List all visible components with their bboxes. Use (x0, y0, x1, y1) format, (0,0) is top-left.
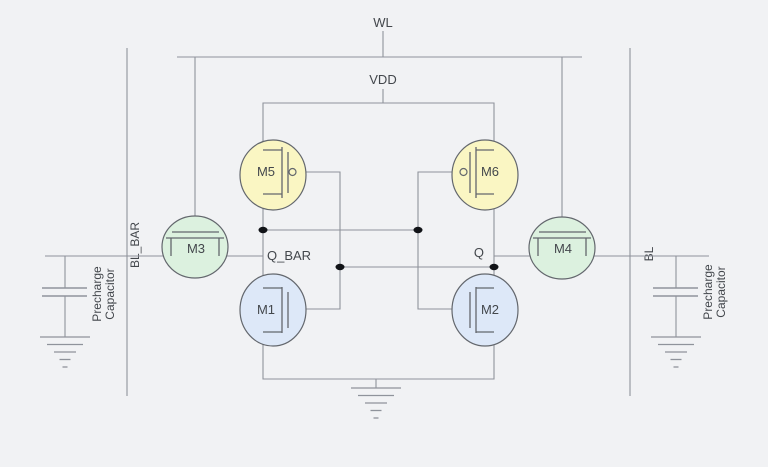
right-inverter-gate-wire (417, 171, 470, 310)
junction-dot (489, 263, 499, 271)
vdd-rail-wire (262, 102, 495, 152)
junction-dot (335, 263, 345, 271)
ground-symbol-center (351, 387, 401, 419)
ground-symbol-left (40, 336, 90, 368)
precharge-capacitor-left-label-line1: Precharge (90, 266, 104, 322)
transistor-m2[interactable]: M2 (451, 273, 519, 347)
junction-dot (258, 226, 268, 234)
transistor-m3-label: M3 (187, 241, 205, 256)
precharge-capacitor-left[interactable]: Precharge Capacitor (40, 256, 117, 368)
ground-net (262, 332, 495, 419)
ground-rail-wire (262, 332, 495, 380)
precharge-capacitor-right-label-line2: Capacitor (714, 266, 728, 317)
ground-symbol-right (651, 336, 701, 368)
transistor-m1[interactable]: M1 (239, 273, 307, 347)
q-bar-label: Q_BAR (267, 248, 311, 263)
transistor-m3[interactable]: M3 (161, 215, 229, 279)
bitline-net: BL (629, 48, 656, 396)
transistor-m1-body (239, 273, 307, 347)
left-inverter-gate-wire (288, 171, 341, 310)
transistor-m4[interactable]: M4 (528, 216, 596, 280)
bitline-bar-label: BL_BAR (128, 222, 142, 268)
precharge-capacitor-left-label-line2: Capacitor (103, 268, 117, 319)
transistor-m6-body (451, 139, 519, 211)
pmos-bubble-icon (459, 167, 468, 177)
precharge-capacitor-right[interactable]: Precharge Capacitor (651, 256, 728, 368)
transistor-m2-body (451, 273, 519, 347)
bitline-bar-net: BL_BAR (126, 48, 142, 396)
transistor-m2-label: M2 (481, 302, 499, 317)
transistor-m4-label: M4 (554, 241, 572, 256)
transistor-m1-label: M1 (257, 302, 275, 317)
precharge-capacitor-right-label-line1: Precharge (701, 264, 715, 320)
storage-node-wires: Q_BAR Q (262, 194, 495, 288)
cross-coupling-wires (258, 171, 499, 310)
pmos-bubble-icon (288, 167, 297, 177)
bitline-label: BL (642, 246, 656, 261)
word-line-label: WL (373, 15, 393, 30)
vdd-net: VDD (262, 72, 495, 152)
vdd-label: VDD (369, 72, 396, 87)
word-line-net: WL (177, 15, 582, 232)
transistor-m5-label: M5 (257, 164, 275, 179)
transistor-m6[interactable]: M6 (451, 139, 519, 211)
q-label: Q (474, 245, 484, 260)
transistor-m6-label: M6 (481, 164, 499, 179)
transistor-m5[interactable]: M5 (239, 139, 307, 211)
transistor-m5-body (239, 139, 307, 211)
junction-dot (413, 226, 423, 234)
